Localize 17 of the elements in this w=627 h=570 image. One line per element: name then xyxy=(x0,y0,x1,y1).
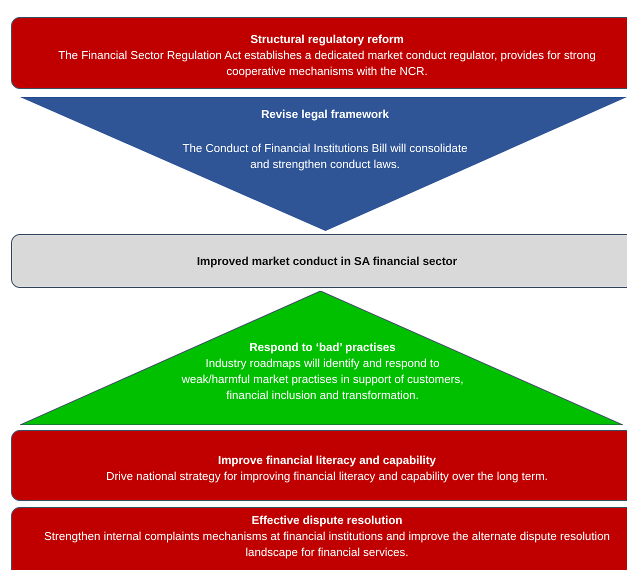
description: The Conduct of Financial Institutions Bill will consolidate and strengthen conduct laws. xyxy=(181,142,469,173)
banner-box xyxy=(11,234,627,288)
section-heading: Improve financial literacy and capability xyxy=(217,454,437,469)
banner-box xyxy=(11,507,627,570)
description: The Financial Sector Regulation Act establishes a dedicated market conduct regulator, provides for strong cooperative mechanisms with the NCR. xyxy=(57,49,597,80)
section-heading: Revise legal framework xyxy=(260,108,390,123)
result-heading: Improved market conduct in SA financial sector xyxy=(196,255,458,270)
description: Strengthen internal complaints mechanisms at financial institutions and improve the alternate dispute resolution landscape for financial services. xyxy=(43,530,611,561)
banner-box xyxy=(11,17,627,89)
inverted-triangle xyxy=(20,97,627,231)
section-heading: Respond to ‘bad’ practises xyxy=(248,341,397,356)
description: Industry roadmaps will identify and respond to weak/harmful market practises in support of customers, financial inclusion and transformation. xyxy=(180,357,464,404)
section-heading: Effective dispute resolution xyxy=(250,514,404,529)
banner-box xyxy=(11,430,627,501)
section-heading: Structural regulatory reform xyxy=(249,33,405,48)
description: Drive national strategy for improving financial literacy and capability over the long term. xyxy=(105,470,549,485)
triangle xyxy=(20,291,623,425)
